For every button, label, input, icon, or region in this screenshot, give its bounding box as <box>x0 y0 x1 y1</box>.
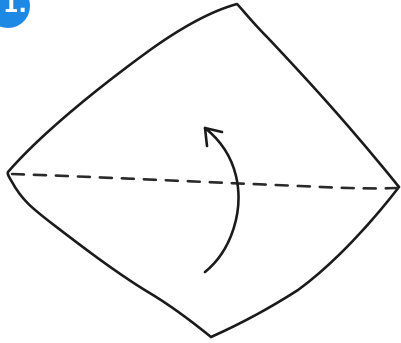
paper-outline <box>8 4 399 337</box>
fold-arrow-shaft <box>205 128 238 272</box>
fold-line-dashed <box>12 174 398 188</box>
